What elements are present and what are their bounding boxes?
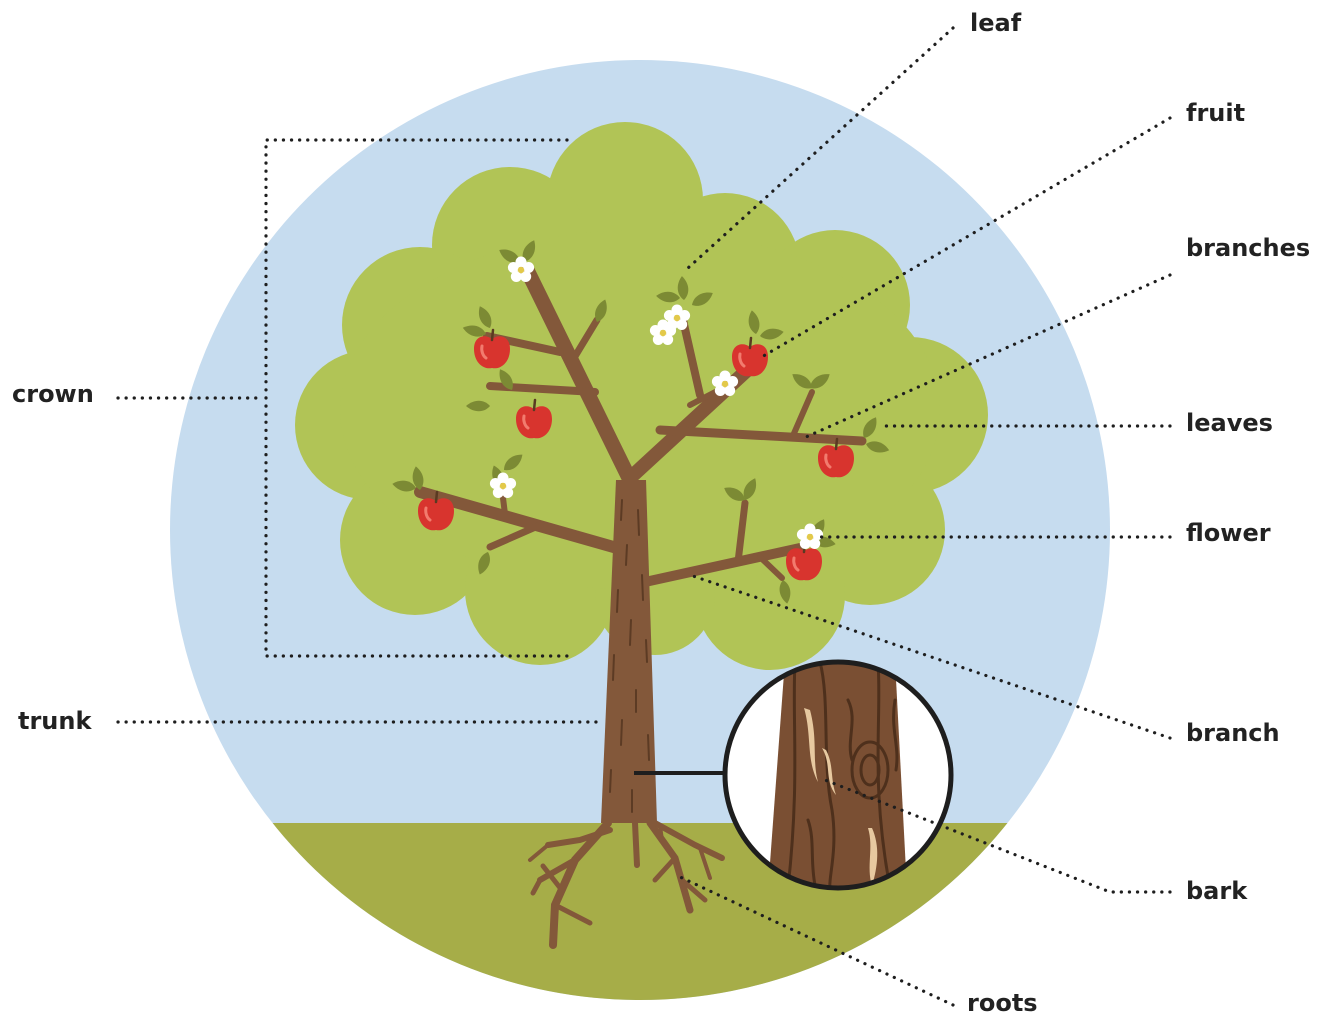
ground-area <box>170 823 1110 1000</box>
leader-lines <box>116 26 1172 1007</box>
label-leaf: leaf <box>970 9 1022 37</box>
tree-trunk <box>601 480 657 823</box>
tree-roots <box>528 819 725 949</box>
fruit-leader <box>758 116 1172 360</box>
label-branch: branch <box>1186 719 1280 747</box>
crown-bracket <box>264 138 569 658</box>
branches-leader <box>804 273 1172 439</box>
branch-leader <box>688 573 1172 740</box>
label-trunk: trunk <box>18 707 92 735</box>
label-flower: flower <box>1186 519 1271 547</box>
label-fruit: fruit <box>1186 99 1246 127</box>
tree-crown <box>295 122 988 670</box>
label-branches: branches <box>1186 234 1311 262</box>
label-leaves: leaves <box>1186 409 1273 437</box>
label-bark: bark <box>1186 877 1248 905</box>
label-crown: crown <box>12 380 94 408</box>
label-roots: roots <box>967 989 1038 1017</box>
bark-magnifier <box>722 659 954 891</box>
leaf-leader <box>686 26 955 270</box>
